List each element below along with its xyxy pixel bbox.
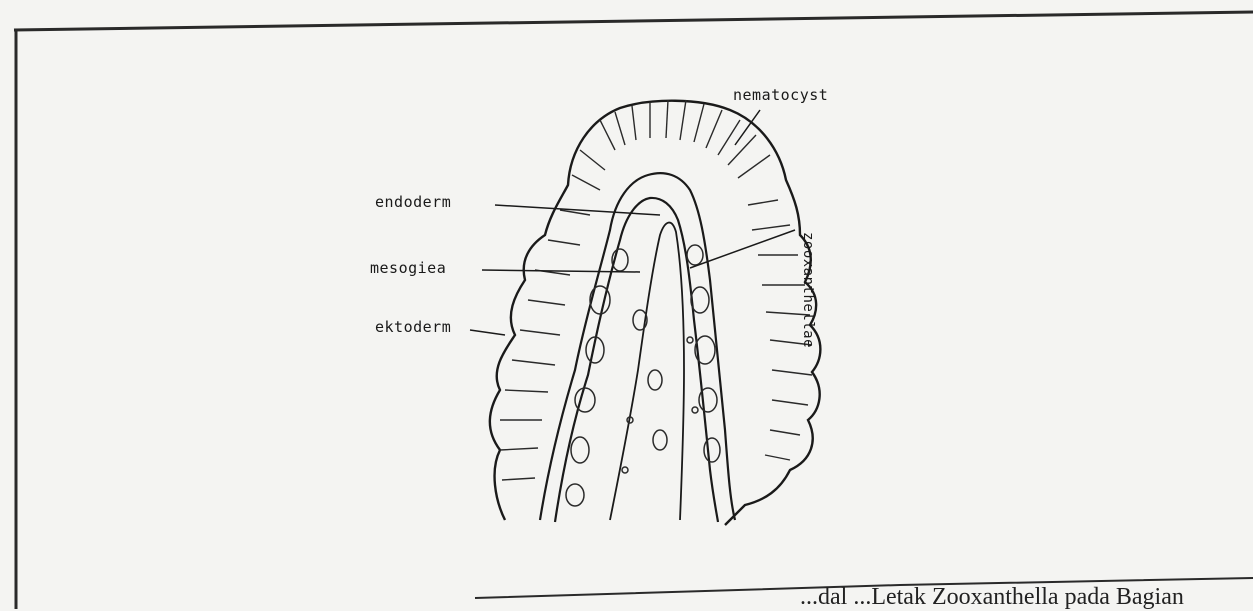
leader-lines	[470, 110, 795, 335]
zooxanthellae-cells	[566, 245, 720, 506]
frame-top-border	[14, 12, 1253, 30]
leader-ektoderm	[470, 330, 505, 335]
ectoderm-striations	[500, 100, 812, 480]
mesoglea-band-inner	[555, 198, 718, 522]
label-ektoderm: ektoderm	[375, 318, 451, 336]
label-zooxanthellae: zooxanthellae	[800, 232, 816, 348]
caption-fragment: ...dal ...Letak Zooxanthella pada Bagian	[800, 584, 1184, 611]
mesoglea-band-outer	[540, 173, 735, 520]
label-nematocyst: nematocyst	[733, 86, 828, 104]
label-mesogiea: mesogiea	[370, 259, 446, 277]
gastric-cavity	[610, 223, 684, 520]
label-endoderm: endoderm	[375, 193, 451, 211]
